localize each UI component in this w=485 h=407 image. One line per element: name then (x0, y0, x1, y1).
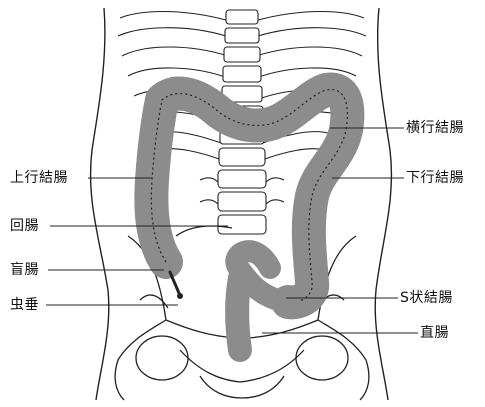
label-ascending-colon: 上行結腸 (10, 170, 68, 186)
rectum-tube (237, 278, 240, 350)
label-appendix: 虫垂 (10, 297, 39, 313)
label-sigmoid-colon: S状結腸 (400, 290, 453, 306)
label-ileum: 回腸 (10, 218, 39, 234)
label-cecum: 盲腸 (10, 262, 39, 278)
label-transverse-colon: 横行結腸 (406, 120, 464, 136)
label-rectum: 直腸 (420, 325, 449, 341)
label-descending-colon: 下行結腸 (406, 170, 464, 186)
